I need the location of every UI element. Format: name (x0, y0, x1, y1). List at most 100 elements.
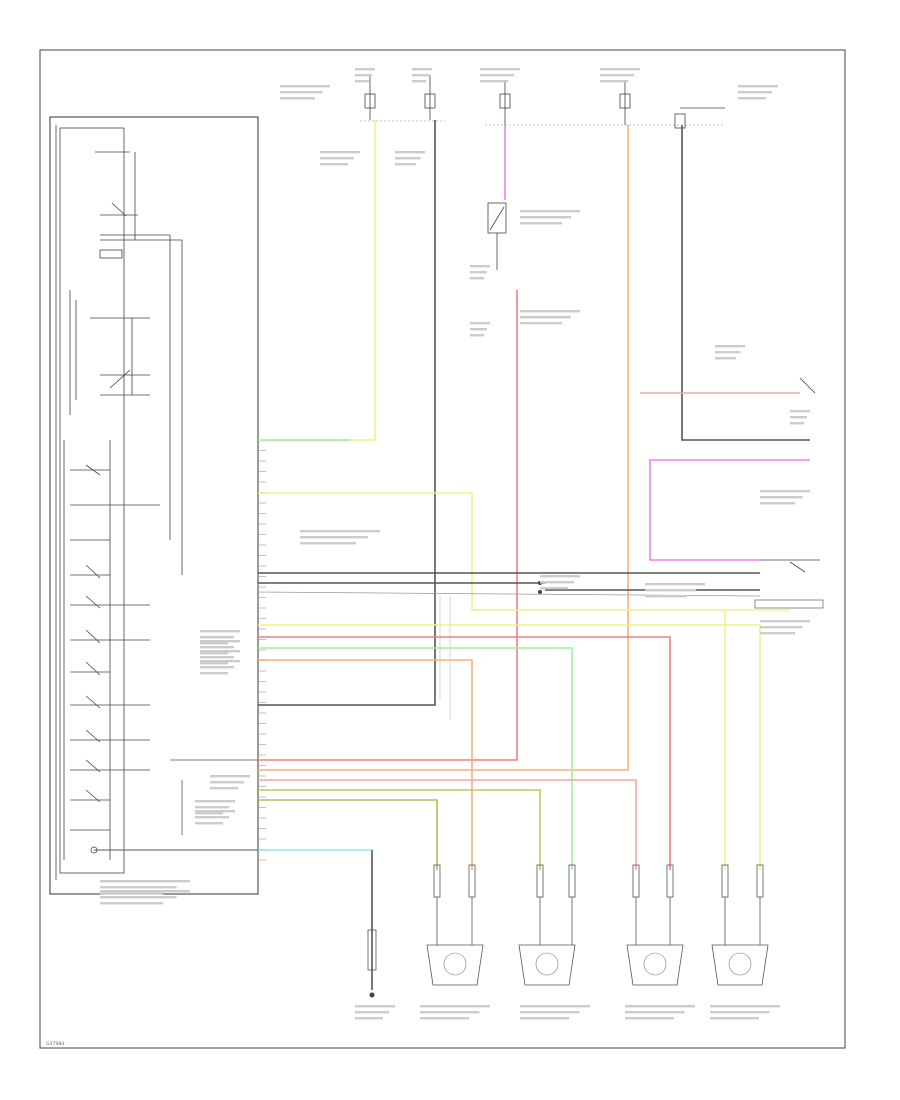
illegible-label-mark (470, 334, 484, 337)
illegible-label-mark (520, 1005, 590, 1008)
illegible-label-mark (710, 1017, 759, 1020)
illegible-label-mark (645, 595, 687, 598)
illegible-label-mark (200, 630, 240, 633)
illegible-label-mark (710, 1005, 780, 1008)
diagram-border (39, 49, 846, 1049)
solenoid-rows (70, 464, 160, 831)
illegible-label-mark (520, 322, 562, 325)
illegible-label-mark (200, 650, 240, 653)
brake-switch (487, 202, 507, 270)
illegible-label-mark (100, 886, 177, 889)
illegible-label-mark (300, 536, 368, 539)
illegible-label-mark (520, 210, 580, 213)
wire-red-rf (258, 636, 671, 870)
illegible-label-mark (320, 151, 360, 154)
illegible-label-mark (520, 1017, 569, 1020)
illegible-label-mark (395, 157, 421, 160)
illegible-label-mark (645, 589, 696, 592)
wheel-speed-sensor (426, 864, 484, 986)
diagram-id: G37984 (46, 1041, 64, 1047)
illegible-label-mark (470, 322, 490, 325)
illegible-label-mark (625, 1011, 685, 1014)
illegible-label-mark (540, 575, 580, 578)
wire-green-lr (258, 647, 573, 870)
illegible-label-mark (200, 646, 234, 649)
wheel-speed-sensors (426, 864, 769, 986)
illegible-label-mark (280, 91, 323, 94)
illegible-label-mark (195, 812, 223, 815)
illegible-label-mark (520, 1011, 580, 1014)
illegible-label-mark (100, 892, 163, 895)
illegible-label-mark (420, 1011, 480, 1014)
illegible-label-mark (320, 157, 354, 160)
illegible-label-mark (395, 163, 416, 166)
illegible-label-mark (738, 97, 766, 100)
illegible-label-mark (520, 310, 580, 313)
wire-olive-lr (258, 789, 541, 870)
illegible-label-mark (738, 91, 772, 94)
illegible-label-mark (200, 666, 234, 669)
illegible-label-mark (355, 68, 375, 71)
illegible-label-mark (600, 68, 640, 71)
illegible-label-mark (395, 151, 425, 154)
illegible-label-mark (710, 1011, 770, 1014)
illegible-label-mark (200, 672, 228, 675)
illegible-label-mark (760, 632, 795, 635)
illegible-label-mark (355, 1017, 383, 1020)
illegible-label-mark (200, 656, 234, 659)
wire-black-right (681, 125, 810, 441)
illegible-label-mark (520, 216, 571, 219)
illegible-label-mark (195, 816, 229, 819)
illegible-label-mark (420, 1005, 490, 1008)
illegible-label-mark (470, 271, 487, 274)
wire-black-top (258, 120, 436, 706)
wire-pink-rr (258, 779, 637, 870)
illegible-label-mark (760, 502, 795, 505)
illegible-label-mark (355, 1005, 395, 1008)
illegible-label-mark (195, 800, 235, 803)
wire-orange-long (258, 125, 629, 771)
illegible-labels (100, 68, 810, 1020)
wheel-speed-sensor (626, 864, 684, 986)
illegible-label-mark (625, 1005, 695, 1008)
wire-yellow-rf (258, 624, 761, 870)
illegible-label-mark (355, 1011, 389, 1014)
illegible-label-mark (480, 80, 508, 83)
illegible-label-mark (412, 68, 432, 71)
illegible-label-mark (470, 328, 487, 331)
illegible-label-mark (715, 357, 736, 360)
illegible-label-mark (320, 163, 348, 166)
illegible-label-mark (200, 660, 240, 663)
illegible-label-mark (355, 80, 369, 83)
module-connector-pins (258, 439, 266, 861)
illegible-label-mark (715, 345, 745, 348)
illegible-label-mark (790, 410, 810, 413)
illegible-label-mark (760, 620, 810, 623)
illegible-label-mark (645, 583, 705, 586)
illegible-label-mark (355, 74, 372, 77)
illegible-label-mark (280, 85, 330, 88)
wire-orange-lf (258, 659, 473, 870)
illegible-label-mark (520, 316, 571, 319)
illegible-label-mark (200, 642, 228, 645)
illegible-label-mark (412, 80, 426, 83)
illegible-label-mark (540, 581, 574, 584)
illegible-label-mark (760, 496, 803, 499)
illegible-label-mark (195, 822, 223, 825)
illegible-label-mark (480, 74, 514, 77)
illegible-label-mark (210, 787, 238, 790)
illegible-label-mark (520, 222, 562, 225)
illegible-label-mark (100, 902, 163, 905)
illegible-label-mark (470, 277, 484, 280)
illegible-label-mark (715, 351, 741, 354)
illegible-label-mark (600, 74, 634, 77)
illegible-label-mark (480, 68, 520, 71)
illegible-label-mark (100, 880, 190, 883)
illegible-label-mark (195, 806, 229, 809)
wire-yellow-rr (258, 492, 790, 611)
illegible-label-mark (100, 896, 177, 899)
illegible-label-mark (600, 80, 628, 83)
ground-point (367, 929, 377, 998)
power-sources (360, 75, 725, 129)
